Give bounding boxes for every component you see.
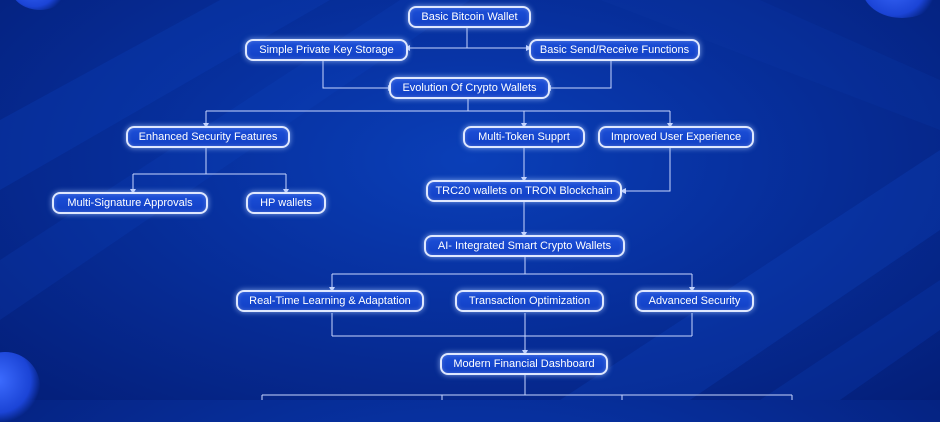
node-evolution-of-crypto-wallets[interactable]: Evolution Of Crypto Wallets (389, 77, 550, 99)
connector-sr-evolution (549, 61, 612, 89)
decorative-orb-top-left (10, 0, 70, 10)
node-basic-bitcoin-wallet[interactable]: Basic Bitcoin Wallet (408, 6, 531, 28)
arrowhead-to-multitoken (521, 123, 527, 128)
node-enhanced-security-features[interactable]: Enhanced Security Features (126, 126, 290, 148)
connector-improvedux-trc20 (622, 148, 671, 192)
connector-lines (130, 27, 793, 400)
node-hp-wallets[interactable]: HP wallets (246, 192, 326, 214)
node-ai-integrated-smart-wallets[interactable]: AI- Integrated Smart Crypto Wallets (424, 235, 625, 257)
arrowhead-to-advanced-security (689, 287, 695, 292)
node-transaction-optimization[interactable]: Transaction Optimization (455, 290, 604, 312)
arrowhead-trc20-ai (521, 232, 527, 237)
arrowhead-to-improved-ux (667, 123, 673, 128)
decorative-orb-top-right (862, 0, 940, 18)
node-multi-signature-approvals[interactable]: Multi-Signature Approvals (52, 192, 208, 214)
node-advanced-security[interactable]: Advanced Security (635, 290, 754, 312)
node-improved-user-experience[interactable]: Improved User Experience (598, 126, 754, 148)
node-modern-financial-dashboard[interactable]: Modern Financial Dashboard (440, 353, 608, 375)
arrowhead-multitoken-trc20 (521, 177, 527, 182)
node-send-receive-functions[interactable]: Basic Send/Receive Functions (529, 39, 700, 61)
arrowhead-improvedux-trc20 (620, 188, 626, 194)
node-trc20-wallets-tron[interactable]: TRC20 wallets on TRON Blockchain (426, 180, 622, 202)
arrowhead-to-multisig (130, 189, 136, 194)
node-private-key-storage[interactable]: Simple Private Key Storage (245, 39, 408, 61)
arrowhead-to-hp (283, 189, 289, 194)
arrowhead-txopt-dashboard (522, 350, 528, 355)
node-multi-token-support[interactable]: Multi-Token Supprt (463, 126, 585, 148)
connector-pks-evolution (322, 61, 390, 89)
arrowhead-to-enhanced (203, 123, 209, 128)
arrowhead-to-realtime (329, 287, 335, 292)
node-real-time-learning[interactable]: Real-Time Learning & Adaptation (236, 290, 424, 312)
